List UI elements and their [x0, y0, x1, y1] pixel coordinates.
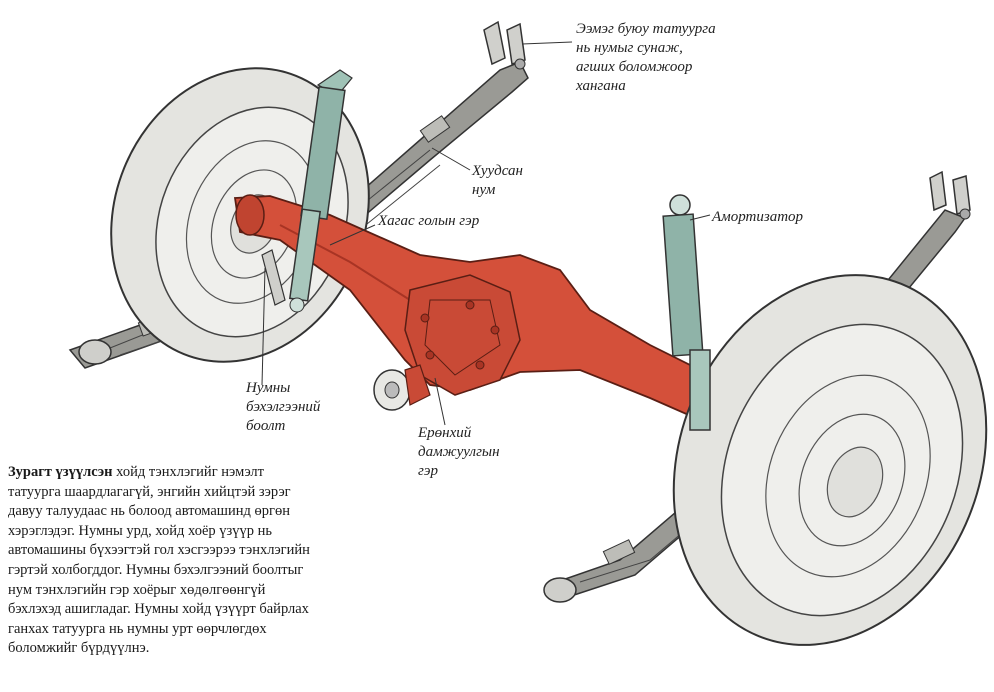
leaf-spring-label: Хуудсан нум — [472, 162, 523, 200]
caption-first-line-rest: хойд тэнхлэгийг нэмэлт — [112, 464, 265, 480]
caption-line-2: татуурга шаардлагагүй, энгийн хийцтэй зэ… — [8, 483, 291, 500]
left-leaf-spring — [68, 20, 529, 369]
shackle-label-line-1: Ээмэг буюу татуурга — [576, 21, 716, 37]
caption-line-9: ганхах татуурга нь нумны урт өөрчлөгдөх — [8, 620, 267, 637]
left-shock-absorber — [288, 69, 353, 313]
caption-line-4: хэрэглэдэг. Нумны урд, хойд хоёр үзүүр н… — [8, 522, 273, 539]
caption-bold-lead: Зурагт үзүүлсэн — [8, 464, 113, 480]
shackle-label-line-4: хангана — [576, 78, 626, 94]
differential-label-line-1: Ерөнхий — [418, 425, 472, 441]
differential-label: Ерөнхий дамжуулгын гэр — [418, 424, 500, 481]
axle-housing — [233, 194, 717, 422]
figure-caption: Зурагт үзүүлсэн хойд тэнхлэгийг нэмэлт т… — [8, 463, 368, 659]
shock-absorber-label: Амортизатор — [712, 209, 804, 225]
axle-housing-label: Хагас голын гэр — [378, 213, 480, 229]
caption-line-1: Зурагт үзүүлсэн хойд тэнхлэгийг нэмэлт — [8, 463, 368, 483]
leaf-spring-label-line-1: Хуудсан — [472, 163, 523, 179]
caption-line-5: автомашины бүхээгтэй гол хэсгээрээ тэнхл… — [8, 542, 310, 559]
differential-label-line-2: дамжуулгын — [418, 444, 500, 460]
u-bolt-label-line-3: боолт — [246, 418, 286, 434]
caption-line-8: бэхлэхэд ашигладаг. Нумны хойд үзүүрт ба… — [8, 601, 309, 618]
shackle-label-line-2: нь нумыг сунаж, — [576, 40, 683, 56]
u-bolt-label-line-2: бэхэлгээний — [246, 399, 321, 415]
u-bolt — [261, 249, 286, 306]
right-wheel — [672, 274, 988, 646]
caption-line-3: давуу талуудаас нь болоод автомашинд өрг… — [8, 503, 290, 520]
right-shock-absorber — [662, 194, 711, 431]
caption-line-6: гэртэй холбогддог. Нумны бэхэлгээний боо… — [8, 561, 304, 578]
caption-line-7: нум тэнхлэгийн гэр хоёрыг хөдөлгөөнгүй — [8, 581, 266, 598]
shackle-label-line-3: агших боломжоор — [576, 59, 693, 75]
caption-line-10: боломжийг бүрдүүлнэ. — [8, 640, 150, 657]
shackle-label: Ээмэг буюу татуурга нь нумыг сунаж, агши… — [576, 20, 716, 96]
u-bolt-label-line-1: Нумны — [246, 380, 291, 396]
u-bolt-label: Нумны бэхэлгээний боолт — [246, 379, 320, 436]
differential-label-line-3: гэр — [418, 463, 438, 479]
leaf-spring-label-line-2: нум — [472, 182, 496, 198]
leader-lines — [261, 41, 711, 426]
